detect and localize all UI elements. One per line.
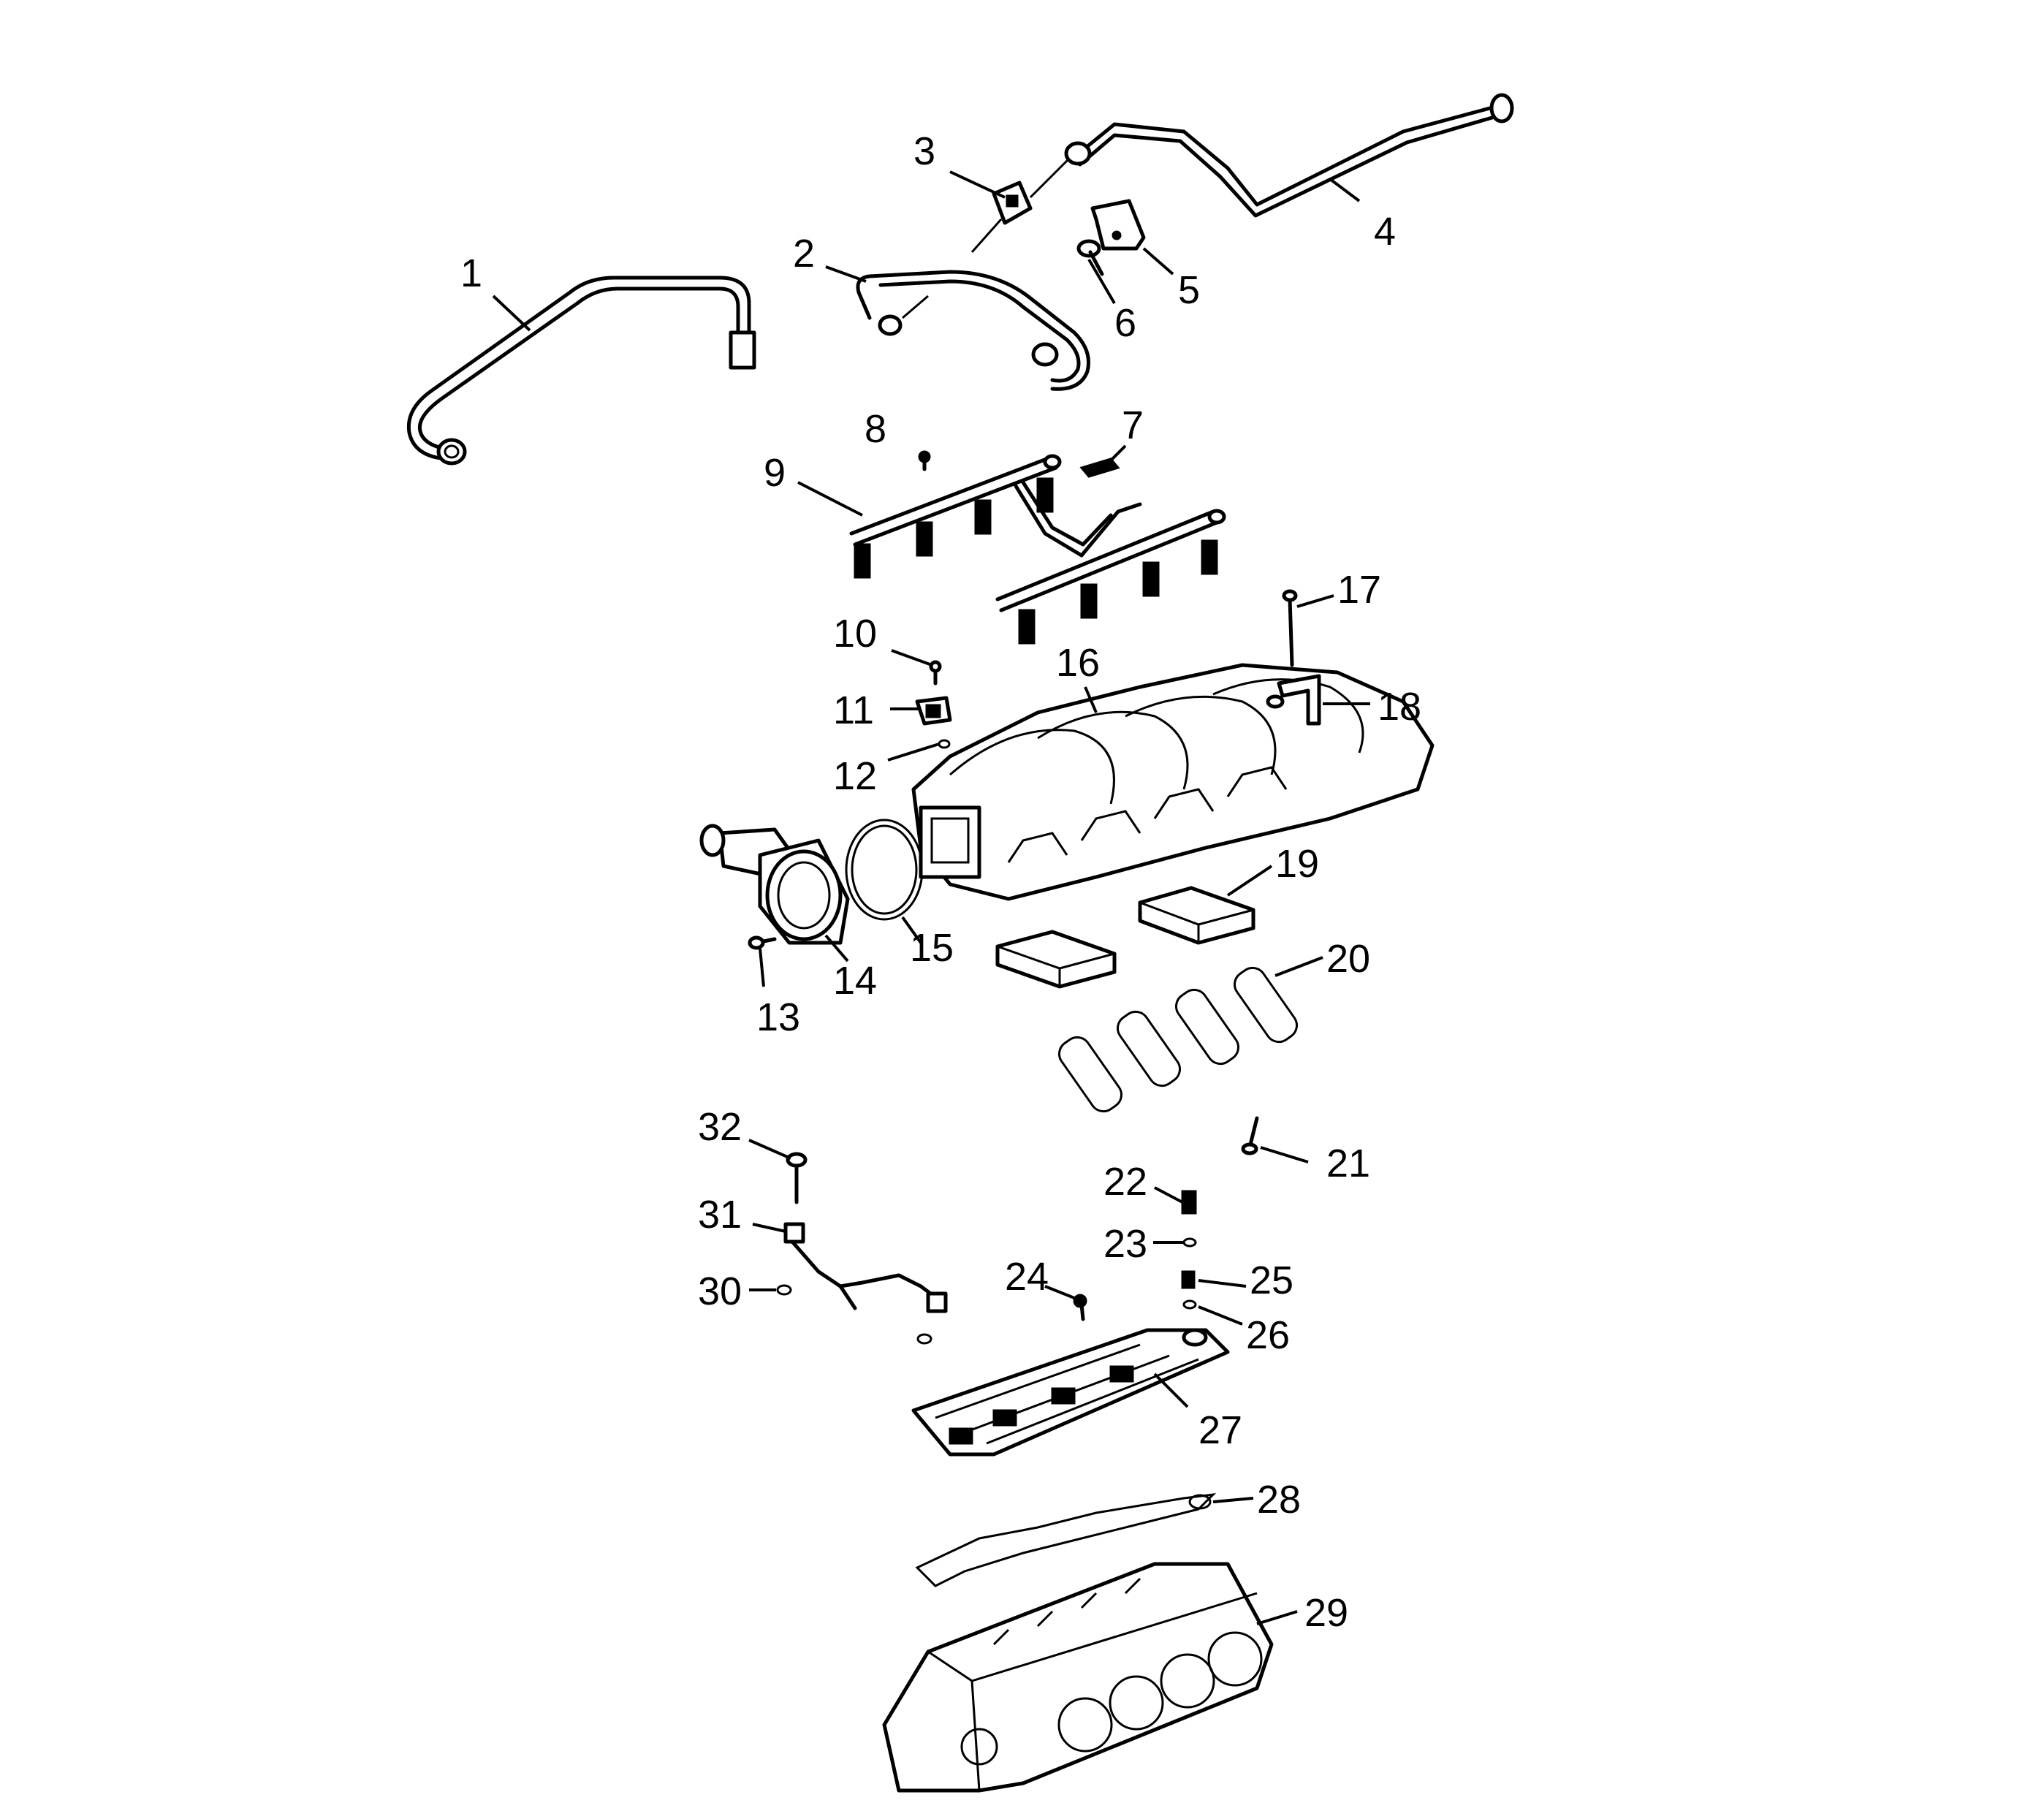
callout-2: 2 (793, 232, 815, 276)
callout-12: 12 (833, 754, 877, 798)
part-32-bolt (786, 1152, 808, 1204)
part-25-fitting (1181, 1270, 1196, 1289)
callout-22: 22 (1103, 1160, 1147, 1204)
callout-23: 23 (1103, 1222, 1147, 1266)
part-16-intake-manifold (911, 663, 1435, 901)
callout-1: 1 (460, 251, 482, 295)
part-8-bolt (918, 450, 931, 471)
callout-32: 32 (698, 1105, 742, 1149)
callout-17: 17 (1337, 568, 1381, 612)
injectors (854, 477, 1218, 645)
part-3-connector (970, 156, 1072, 253)
part-30-o-ring (776, 1284, 792, 1296)
part-18-bracket (1266, 674, 1321, 726)
callout-6: 6 (1114, 301, 1136, 345)
callout-11: 11 (833, 688, 874, 732)
callout-20: 20 (1326, 937, 1370, 981)
part-26-o-ring (1182, 1299, 1197, 1310)
part-27-valley-cover (911, 1328, 1230, 1457)
part-21-bolt (1241, 1116, 1259, 1155)
callout-30: 30 (698, 1269, 742, 1313)
callout-10: 10 (833, 612, 877, 656)
part-2-fuel-tube (856, 270, 1090, 391)
callout-16: 16 (1056, 641, 1100, 685)
part-7-clip (1079, 458, 1120, 478)
callout-21: 21 (1326, 1142, 1370, 1185)
callout-19: 19 (1275, 842, 1319, 886)
callout-13: 13 (756, 995, 800, 1039)
part-12-o-ring (938, 739, 951, 749)
callout-7: 7 (1122, 403, 1144, 447)
part-1-hose (406, 276, 756, 466)
callout-25: 25 (1250, 1258, 1293, 1302)
part-13-bolt (748, 935, 777, 950)
part-19-pads (995, 886, 1255, 989)
leader-lines (492, 170, 1370, 1625)
callout-4: 4 (1374, 210, 1396, 254)
callout-labels: 1 2 3 4 5 6 7 8 9 10 11 12 13 14 15 16 1… (460, 129, 1421, 1635)
part-15-gasket (845, 819, 924, 921)
part-11-sensor (915, 696, 952, 726)
callout-31: 31 (698, 1193, 742, 1237)
part-10-bolt (929, 660, 942, 686)
callout-5: 5 (1178, 268, 1200, 312)
part-31-harness (783, 1222, 948, 1345)
part-17-stud (1282, 589, 1298, 667)
callout-27: 27 (1198, 1408, 1242, 1452)
part-14-throttle-body (699, 824, 850, 945)
callout-15: 15 (910, 926, 954, 970)
callout-3: 3 (913, 129, 935, 173)
part-29-engine-block (882, 1562, 1274, 1793)
callout-9: 9 (764, 451, 786, 495)
part-6-bolt (1076, 239, 1104, 276)
part-28-gasket (915, 1492, 1217, 1587)
callout-29: 29 (1304, 1591, 1348, 1635)
part-5-bracket (1090, 199, 1146, 251)
part-22-fitting (1181, 1190, 1197, 1215)
callout-24: 24 (1005, 1255, 1049, 1299)
part-4-fuel-line (1064, 93, 1514, 218)
callout-8: 8 (865, 407, 886, 451)
part-20-gaskets (1058, 966, 1298, 1113)
callout-14: 14 (833, 959, 877, 1003)
callout-26: 26 (1246, 1313, 1290, 1357)
callout-28: 28 (1257, 1478, 1301, 1522)
callout-18: 18 (1378, 685, 1421, 729)
part-23-o-ring (1182, 1237, 1197, 1248)
part-9-fuel-rail (849, 454, 1226, 645)
